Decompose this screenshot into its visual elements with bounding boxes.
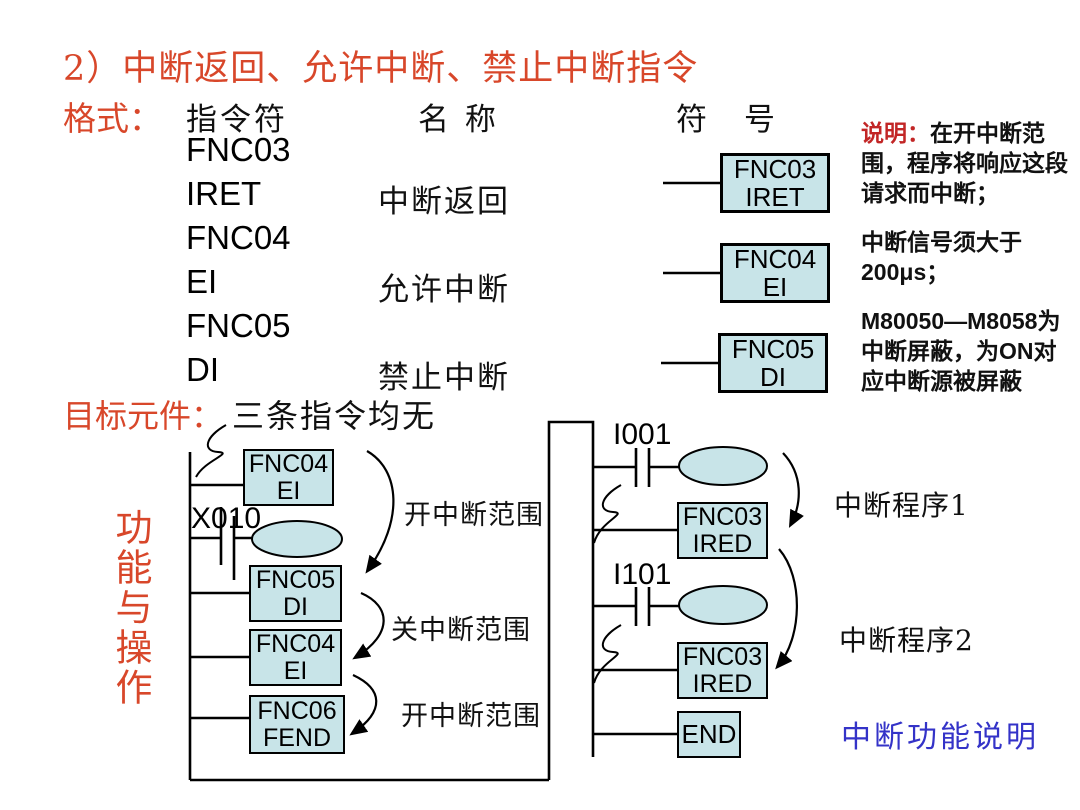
box-code: FNC05: [731, 333, 815, 364]
page-title: 2）中断返回、允许中断、禁止中断指令: [63, 49, 699, 89]
contact-label-i001: I001: [613, 418, 672, 451]
contact-bars: [634, 587, 651, 626]
annotation-open-interrupt-2: 开中断范围: [401, 701, 541, 732]
annotation-interrupt-routine-2: 中断程序2: [839, 624, 974, 657]
coil-ellipse: [678, 585, 768, 625]
box-mnemonic: DI: [760, 362, 786, 392]
instruction-code: FNC03: [186, 131, 291, 168]
curved-arrow: [365, 450, 395, 574]
ladder-box-ired-2: FNC03 IRED: [677, 642, 768, 699]
instruction-mnemonic: DI: [186, 351, 219, 388]
box-mnemonic: FEND: [262, 723, 332, 752]
box-code: FNC03: [682, 642, 763, 671]
symbol-box-ei: FNC04 EI: [720, 243, 830, 303]
instruction-name: 禁止中断: [378, 360, 510, 396]
instruction-code: FNC04: [186, 219, 291, 256]
box-code: FNC03: [733, 153, 817, 184]
box-code: FNC04: [733, 243, 817, 274]
symbol-box-di: FNC05 DI: [718, 333, 828, 393]
connector-rail: [547, 420, 595, 780]
box-mnemonic: EI: [762, 272, 788, 302]
note-text: 在开中断范围，程序将响应这段请求而中断；: [861, 120, 1068, 206]
annotation-close-interrupt: 关中断范围: [391, 615, 531, 646]
box-mnemonic: EI: [283, 656, 308, 685]
coil-ellipse: [251, 520, 343, 558]
ladder-box-end: END: [677, 711, 741, 758]
header-instruction: 指令符: [186, 102, 288, 138]
annotation-interrupt-routine-1: 中断程序1: [834, 489, 969, 522]
contact-bars: [634, 448, 651, 487]
box-code: FNC05: [255, 565, 336, 594]
curved-arrow: [352, 591, 385, 660]
box-mnemonic: EI: [276, 476, 301, 505]
header-symbol: 符 号: [676, 102, 778, 138]
box-mnemonic: IRED: [692, 669, 753, 698]
target-label: 目标元件：: [63, 397, 224, 435]
notes-block: 说明：在开中断范围，程序将响应这段请求而中断； 中断信号须大于200μs； M8…: [861, 118, 1077, 415]
curved-arrow: [782, 452, 804, 528]
header-name: 名 称: [418, 102, 499, 138]
box-code: FNC04: [248, 449, 329, 478]
footer-note: 中断功能说明: [841, 720, 1039, 755]
ladder-box-di: FNC05 DI: [249, 565, 342, 622]
note-paragraph: 说明：在开中断范围，程序将响应这段请求而中断；: [861, 118, 1077, 208]
ladder-box-ei-1: FNC04 EI: [243, 449, 334, 506]
curved-arrow: [775, 548, 798, 670]
ladder-box-ired-1: FNC03 IRED: [677, 502, 768, 559]
box-code: FNC03: [682, 502, 763, 531]
annotation-open-interrupt-1: 开中断范围: [404, 500, 544, 531]
ladder-box-fend: FNC06 FEND: [249, 695, 345, 754]
box-code: FNC04: [255, 629, 336, 658]
box-mnemonic: DI: [283, 592, 308, 621]
symbol-box-iret: FNC03 IRET: [720, 153, 830, 213]
instruction-code: FNC05: [186, 307, 291, 344]
note-heading: 说明：: [861, 120, 930, 146]
box-code: FNC06: [257, 696, 337, 725]
note-text: 中断信号须大于200μs；: [861, 229, 1022, 285]
note-paragraph: M80050—M8058为中断屏蔽，为ON对应中断源被屏蔽: [861, 306, 1077, 396]
curved-arrow: [349, 674, 378, 736]
instruction-name: 中断返回: [378, 184, 510, 220]
break-squiggle-icon: [593, 484, 622, 544]
instruction-mnemonic: IRET: [186, 175, 262, 212]
note-paragraph: 中断信号须大于200μs；: [861, 227, 1077, 287]
format-label: 格式：: [63, 99, 162, 138]
box-mnemonic: IRED: [692, 529, 753, 558]
box-code: END: [681, 719, 737, 750]
contact-label-i101: I101: [613, 558, 672, 591]
box-mnemonic: IRET: [745, 182, 805, 212]
instruction-name: 允许中断: [378, 272, 510, 308]
note-text: M80050—M8058为中断屏蔽，为ON对应中断源被屏蔽: [861, 308, 1061, 394]
instruction-mnemonic: EI: [186, 263, 218, 300]
side-label-function-operation: 功能与操作: [109, 508, 152, 708]
target-value: 三条指令均无: [232, 397, 437, 435]
contact-label-x010: X010: [191, 502, 262, 535]
coil-ellipse: [678, 446, 768, 486]
ladder-box-ei-2: FNC04 EI: [249, 629, 342, 686]
break-squiggle-icon: [593, 624, 622, 684]
